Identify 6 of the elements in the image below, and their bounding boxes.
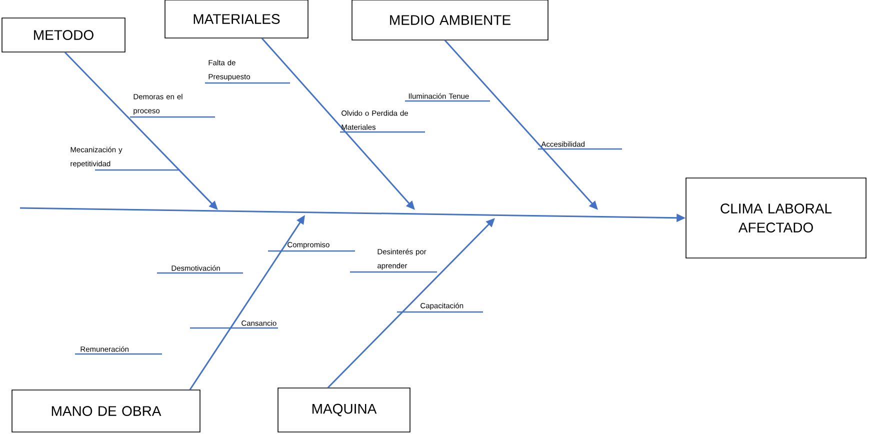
category-box: METODO (2, 18, 126, 52)
category-box: CLIMA LABORAL AFECTADO (686, 178, 866, 258)
category-box: MEDIO AMBIENTE (352, 0, 548, 40)
category-box: MAQUINA (278, 388, 410, 432)
category-box: MATERIALES (164, 0, 308, 38)
category-box: MANO DE OBRA (12, 390, 200, 432)
